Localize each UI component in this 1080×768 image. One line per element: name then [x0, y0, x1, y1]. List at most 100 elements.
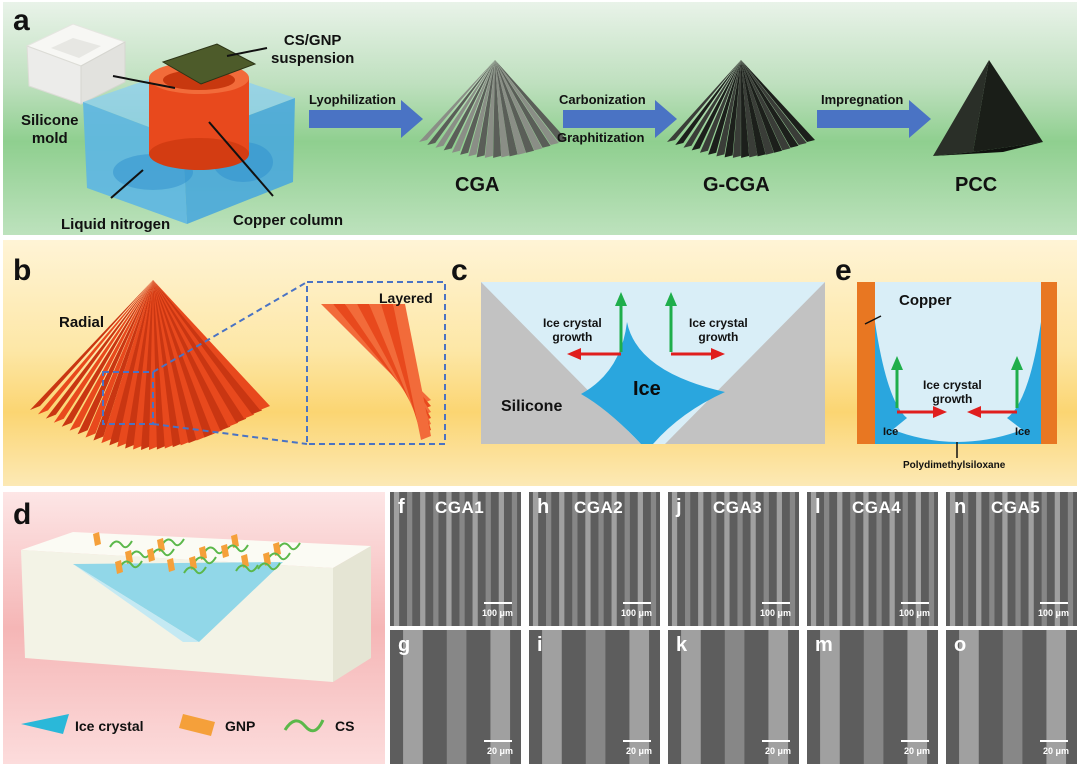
sem-wall [1041, 492, 1047, 626]
panel-e-growth: Ice crystal growth [923, 378, 982, 406]
sem-title: CGA1 [435, 498, 485, 517]
pyramid-sheet [732, 60, 741, 158]
panel-row-bce: b Radial Layered c Ice crystal growth Ic… [3, 240, 1077, 486]
sem-panel-label: g [398, 634, 411, 656]
sem-wall [907, 630, 928, 764]
cs-strand [257, 562, 281, 571]
sem-wall [750, 492, 756, 626]
sem-texture [681, 630, 789, 764]
step-impregnation: Impregnation [821, 92, 904, 107]
pyramid-sheet [741, 60, 799, 148]
pyramid-sheet [495, 60, 526, 155]
step-lyophilization: Lyophilization [309, 92, 396, 107]
panel-b-illustration [30, 280, 446, 450]
panel-e-label: e [835, 254, 852, 287]
sem-wall [611, 492, 617, 626]
panel-c-growth-left: Ice crystal growth [543, 316, 602, 344]
pyramid-sheet [683, 60, 741, 148]
scale-bar-label: 100 μm [759, 608, 791, 618]
panel-d-label: d [13, 498, 32, 531]
sem-wall [976, 492, 982, 626]
pyramid-sheet [495, 60, 535, 153]
sem-panel-label: i [537, 634, 543, 656]
pyramid-sheet [435, 60, 495, 148]
gnp-flake [93, 532, 101, 546]
sem-title: CGA3 [713, 498, 763, 517]
sem-wall [671, 492, 678, 626]
pcc-pyramid [933, 60, 1043, 156]
sem-wall [837, 492, 843, 626]
sem-wall [789, 492, 796, 626]
sem-wall [1002, 492, 1008, 626]
panel-e-ice-left: Ice [883, 426, 899, 438]
sem-texture [820, 630, 928, 764]
sem-wall [498, 492, 504, 626]
panel-e-pdms: Polydimethylsiloxane [903, 460, 1006, 471]
gnp-flake [147, 548, 155, 562]
scale-bar [623, 602, 651, 604]
cs-strand [161, 538, 185, 547]
panel-e-ice-right: Ice [1015, 426, 1031, 438]
layered-label: Layered [379, 290, 433, 306]
sem-wall [824, 492, 830, 626]
sem-texture [949, 492, 1074, 626]
pyramid-sheet [484, 60, 495, 158]
sem-wall [511, 492, 518, 626]
g-cga-pyramid [667, 60, 815, 158]
sem-texture [393, 492, 518, 626]
sem-title: CGA2 [574, 498, 624, 517]
sem-wall [1028, 492, 1034, 626]
sem-wall [1067, 492, 1074, 626]
gnp-flake [221, 544, 229, 558]
sem-wall [763, 492, 769, 626]
sem-wall [949, 492, 956, 626]
sem-wall [863, 492, 869, 626]
scale-bar [623, 740, 651, 742]
panel-c-silicone: Silicone [501, 398, 563, 415]
sem-wall [876, 492, 882, 626]
sem-wall [1046, 630, 1067, 764]
sem-panel-label: j [676, 496, 682, 518]
pyramid-sheet [708, 60, 741, 155]
cs-strand [193, 556, 217, 565]
pyramid-sheet [699, 60, 741, 153]
arrow-carbonization [563, 100, 677, 138]
pyramid-sheet [495, 60, 551, 148]
sem-wall [776, 492, 782, 626]
sem-wall [724, 492, 730, 626]
pyramid-sheet [468, 60, 495, 157]
sem-wall [393, 492, 400, 626]
sem-panel-label: l [815, 496, 821, 518]
radial-sheet [153, 280, 247, 423]
radial-sheet [69, 280, 153, 431]
pyramid-sheet [427, 60, 495, 145]
pyramid-sheet [724, 60, 741, 158]
radial-sheet [109, 280, 153, 446]
gnp-flake [167, 558, 175, 572]
pyramid-sheet [495, 60, 543, 151]
sem-wall [598, 492, 604, 626]
scale-bar-label: 100 μm [898, 608, 930, 618]
pyramid-sheet [451, 60, 495, 153]
sem-wall [485, 492, 491, 626]
panel-e-illustration [857, 282, 1057, 458]
cs-strand [183, 566, 207, 575]
sem-title: CGA5 [991, 498, 1041, 517]
pyramid-sheet [460, 60, 495, 155]
panel-c-ice: Ice [633, 378, 661, 400]
sem-wall [1015, 492, 1021, 626]
panel-a-label: a [13, 4, 30, 37]
radial-sheet [53, 280, 153, 423]
pyramid-sheet [741, 60, 783, 153]
radial-label: Radial [59, 314, 105, 331]
silicone-mold-cube [25, 23, 127, 105]
scale-bar-label: 100 μm [481, 608, 513, 618]
pyramid-sheet [716, 60, 741, 157]
sem-panel-label: h [537, 496, 550, 518]
cs-strand [267, 552, 291, 561]
pyramid-sheet [741, 60, 750, 158]
sem-wall [963, 492, 969, 626]
